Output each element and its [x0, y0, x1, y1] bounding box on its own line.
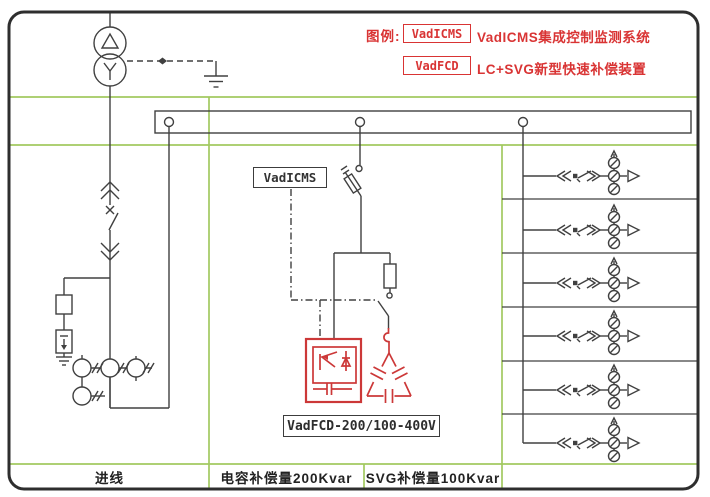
main-busbar	[154, 110, 692, 134]
feeder-circuit-4	[522, 310, 640, 356]
control-wiring	[290, 189, 375, 339]
legend-tag-vadicms: VadICMS	[403, 24, 471, 43]
primary-circuit-lines	[55, 12, 697, 463]
capacitor-delta-bank	[366, 328, 412, 403]
drawing-border	[7, 10, 700, 491]
outgoing-section	[502, 126, 697, 463]
vadicms-controller-box: VadICMS	[253, 167, 327, 188]
legend-desc-vadfcd: LC+SVG新型快速补偿装置	[477, 62, 647, 77]
feeder-circuit-5	[522, 364, 640, 410]
feeder-circuit-1	[522, 150, 640, 196]
transformer-symbol	[93, 12, 127, 87]
footer-cell-capacitor-compensation: 电容补偿量200Kvar	[220, 470, 353, 486]
pt-arrester-branch	[55, 277, 110, 366]
feeder-circuit-2	[522, 204, 640, 250]
legend-tag-vadfcd: VadFCD	[403, 56, 471, 75]
vadfcd-model-label: VadFCD-200/100-400V	[283, 415, 440, 437]
footer-cell-svg-compensation: SVG补偿量100Kvar	[365, 470, 501, 486]
table-grid-lines	[10, 96, 697, 488]
feeder-circuit-6	[522, 417, 640, 463]
svg-module-igbt	[304, 337, 363, 404]
legend-title: 图例:	[366, 29, 401, 44]
neutral-ground-link	[127, 57, 228, 88]
metering-instruments	[72, 127, 170, 409]
footer-cell-incoming: 进线	[95, 470, 124, 486]
legend-desc-vadicms: VadICMS集成控制监测系统	[477, 30, 651, 45]
compensation-feeder	[333, 126, 397, 339]
vadfcd-devices	[304, 328, 412, 404]
feeder-circuit-3	[522, 257, 640, 303]
